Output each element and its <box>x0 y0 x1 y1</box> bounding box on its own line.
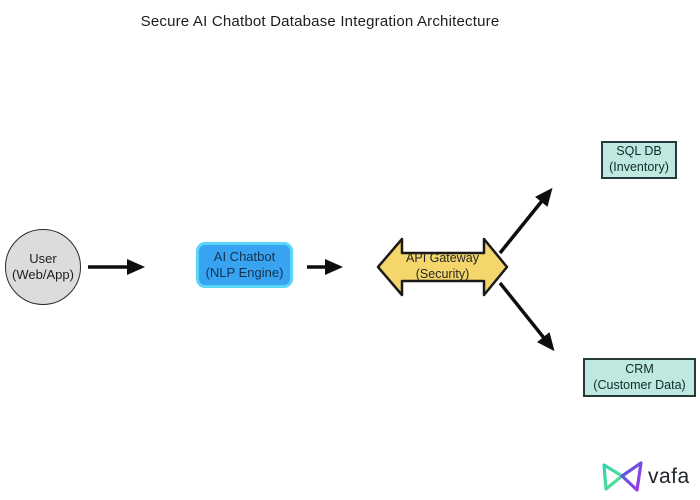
node-crm: CRM (Customer Data) <box>583 358 696 397</box>
diagram-title: Secure AI Chatbot Database Integration A… <box>140 13 500 30</box>
node-chatbot-label-line1: AI Chatbot <box>213 248 276 264</box>
api-gateway-shape <box>376 237 509 297</box>
vafa-logo-text: vafa <box>648 465 690 488</box>
node-user-label-line1: User <box>29 250 57 266</box>
node-sql-db: SQL DB (Inventory) <box>601 141 677 179</box>
node-user-label-line2: (Web/App) <box>12 267 74 282</box>
node-sqldb-label-line1: SQL DB <box>616 144 662 159</box>
node-crm-label-line2: (Customer Data) <box>593 377 686 392</box>
node-user: User (Web/App) <box>5 229 81 305</box>
vafa-logo: vafa <box>601 458 698 496</box>
vafa-logo-icon <box>602 461 643 492</box>
arrow-gateway-to-sqldb <box>498 187 553 255</box>
node-ai-chatbot: AI Chatbot (NLP Engine) <box>196 242 293 288</box>
arrow-gateway-to-crm <box>498 281 555 352</box>
node-sqldb-label-line2: (Inventory) <box>609 160 669 174</box>
node-chatbot-label-line2: (NLP Engine) <box>205 265 284 280</box>
node-crm-label-line1: CRM <box>625 361 654 376</box>
